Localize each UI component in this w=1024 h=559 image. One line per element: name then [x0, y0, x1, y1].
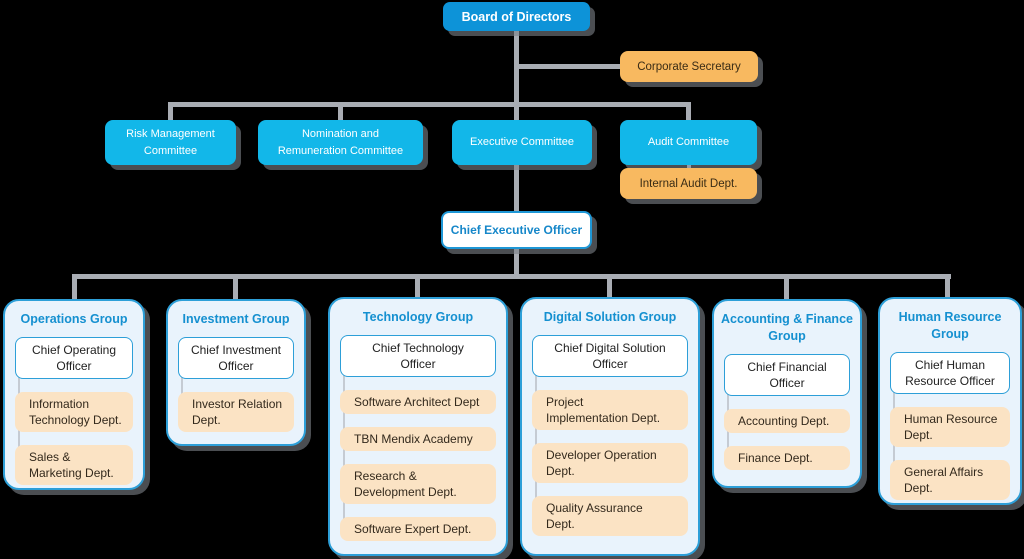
executive-committee-box: Executive Committee — [452, 120, 592, 165]
group-title: Technology Group — [362, 310, 474, 324]
officer-box: Chief Operating Officer — [15, 337, 133, 379]
department-box: Human Resource Dept. — [890, 407, 1010, 447]
department-box: General Affairs Dept. — [890, 460, 1010, 500]
board-of-directors-box: Board of Directors — [443, 2, 590, 31]
department-box: Investor Relation Dept. — [178, 392, 294, 432]
department-box: Software Expert Dept. — [340, 517, 496, 541]
group-accounting-finance: Accounting & Finance Group Chief Financi… — [712, 299, 862, 488]
officer-box: Chief Financial Officer — [724, 354, 850, 396]
department-box: Quality Assurance Dept. — [532, 496, 688, 536]
connector-groups-hline — [72, 274, 951, 279]
department-box: Accounting Dept. — [724, 409, 850, 433]
group-digital-solution: Digital Solution Group Chief Digital Sol… — [520, 297, 700, 556]
connector-drop-investment — [233, 274, 238, 300]
department-box: TBN Mendix Academy — [340, 427, 496, 451]
corporate-secretary-box: Corporate Secretary — [620, 51, 758, 82]
connector-audit-internal-stub — [687, 164, 691, 170]
department-box: Information Technology Dept. — [15, 392, 133, 432]
officer-box: Chief Technology Officer — [340, 335, 496, 377]
group-title: Digital Solution Group — [543, 310, 677, 324]
connector-drop-hr — [945, 274, 950, 300]
connector-drop-operations — [72, 274, 77, 300]
internal-audit-dept-box: Internal Audit Dept. — [620, 168, 757, 199]
officer-box: Chief Digital Solution Officer — [532, 335, 688, 377]
group-title: Human Resource Group — [898, 310, 1002, 341]
officer-box: Chief Human Resource Officer — [890, 352, 1010, 394]
connector-drop-nomination — [338, 102, 343, 122]
group-spine-line — [181, 357, 183, 412]
group-technology: Technology Group Chief Technology Office… — [328, 297, 508, 556]
connector-drop-accounting — [784, 274, 789, 300]
connector-ceo-trunk — [514, 247, 519, 279]
audit-committee-box: Audit Committee — [620, 120, 757, 165]
group-investment: Investment Group Chief Investment Office… — [166, 299, 306, 446]
department-box: Finance Dept. — [724, 446, 850, 470]
connector-drop-digital — [607, 274, 612, 300]
group-spine-line — [535, 355, 537, 515]
department-box: Sales & Marketing Dept. — [15, 445, 133, 485]
group-operations: Operations Group Chief Operating Officer… — [3, 299, 145, 490]
risk-management-committee-box: Risk Management Committee — [105, 120, 236, 165]
department-box: Developer Operation Dept. — [532, 443, 688, 483]
chief-executive-officer-box: Chief Executive Officer — [441, 211, 592, 249]
connector-committee-hline — [168, 102, 691, 107]
group-title: Investment Group — [182, 312, 290, 326]
department-box: Research & Development Dept. — [340, 464, 496, 504]
nomination-remuneration-committee-box: Nomination and Remuneration Committee — [258, 120, 423, 165]
connector-drop-risk — [168, 102, 173, 122]
department-box: Project Implementation Dept. — [532, 390, 688, 430]
group-title: Accounting & Finance Group — [721, 312, 853, 343]
group-title: Operations Group — [20, 312, 128, 326]
connector-drop-audit — [686, 102, 691, 122]
group-human-resource: Human Resource Group Chief Human Resourc… — [878, 297, 1022, 505]
officer-box: Chief Investment Officer — [178, 337, 294, 379]
department-box: Software Architect Dept — [340, 390, 496, 414]
connector-drop-technology — [415, 274, 420, 300]
connector-corporate-secretary-branch — [514, 64, 621, 69]
